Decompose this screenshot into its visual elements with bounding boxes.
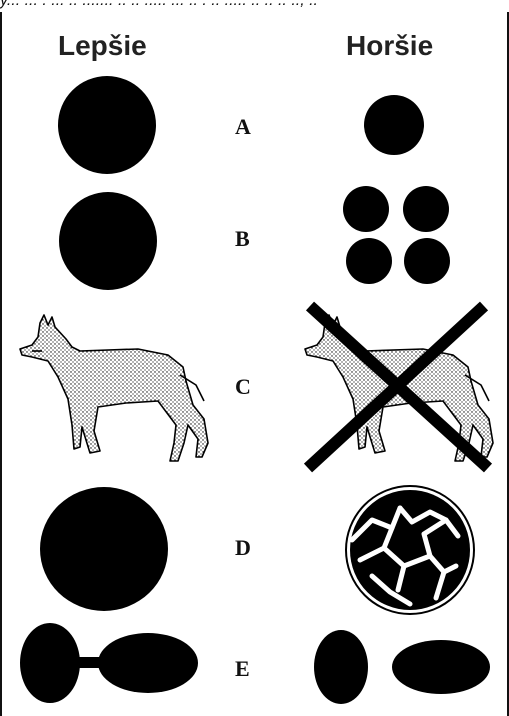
row-d-right-cracked-circle bbox=[346, 486, 474, 614]
row-d-left-large-circle bbox=[40, 487, 168, 611]
row-b-left-large-circle bbox=[59, 192, 157, 290]
row-e-left-dumbbell bbox=[20, 623, 198, 703]
row-a-left-large-circle bbox=[58, 76, 156, 174]
row-e-right-separated-shapes bbox=[314, 630, 490, 704]
row-c-left-wolf bbox=[20, 315, 208, 461]
row-b-right-four-circles bbox=[343, 186, 450, 284]
row-a-right-small-circle bbox=[364, 95, 424, 155]
